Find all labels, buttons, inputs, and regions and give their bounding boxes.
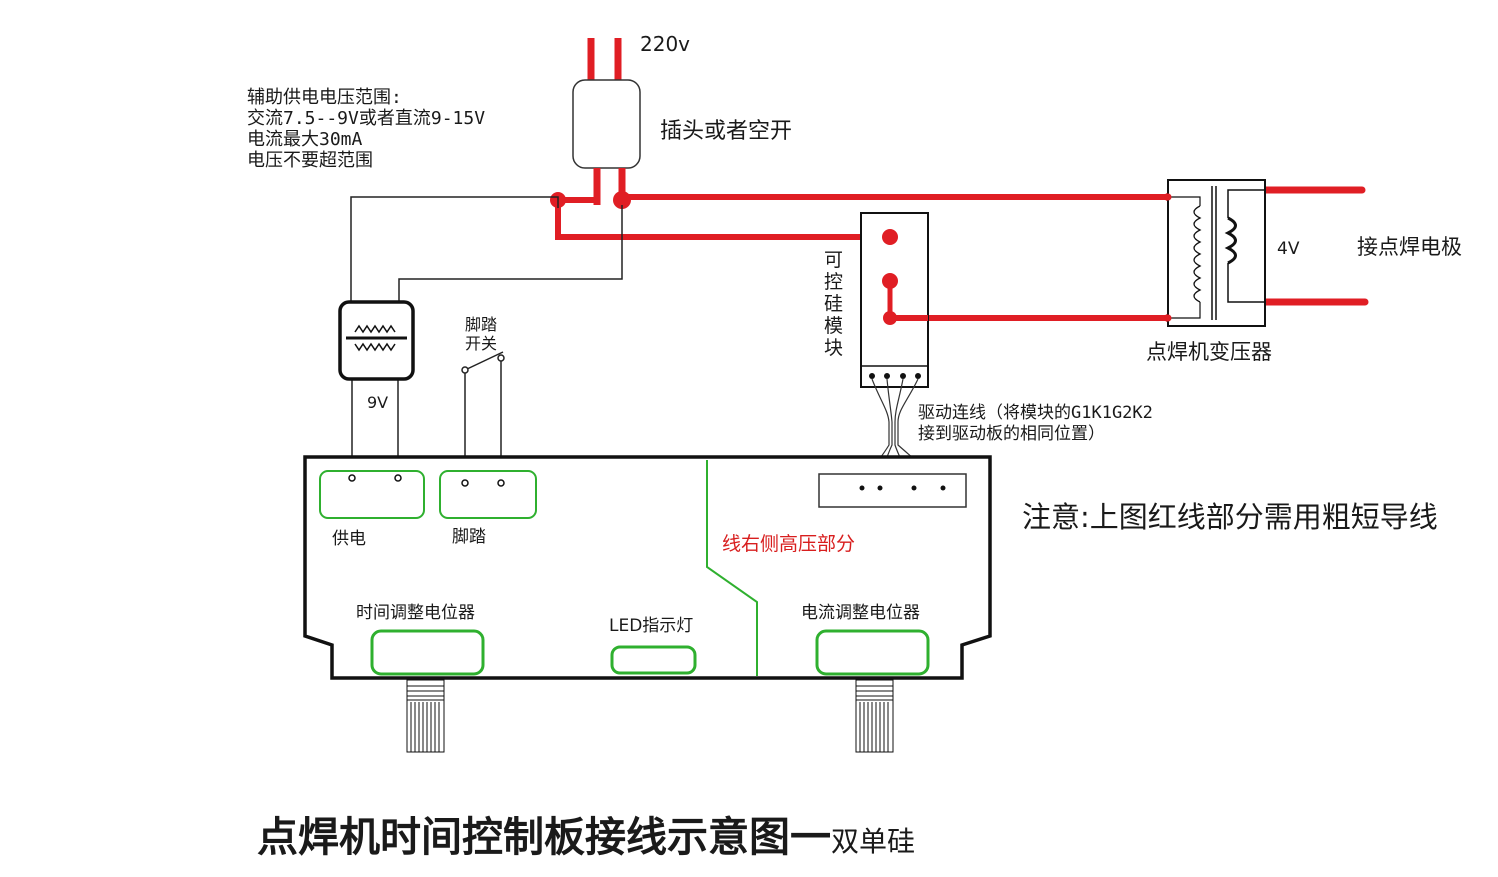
aux-note-line-2: 交流7.5--9V或者直流9-15V [247, 108, 485, 129]
current-pot-label: 电流调整电位器 [801, 603, 920, 623]
supply-voltage-label: 220v [640, 32, 690, 56]
diagram-title: 点焊机时间控制板接线示意图一双单硅 [257, 813, 915, 861]
led-footprint [610, 645, 697, 675]
electrode-label: 接点焊电极 [1357, 235, 1462, 259]
aux-supply-note: 辅助供电电压范围: 交流7.5--9V或者直流9-15V 电流最大30mA 电压… [247, 87, 485, 171]
scr-label-char-3: 硅 [824, 293, 843, 315]
drive-wire-label-1: 驱动连线（将模块的G1K1G2K2 [918, 403, 1153, 423]
aux-note-line-3: 电流最大30mA [247, 129, 363, 150]
control-board [303, 455, 992, 680]
scr-label-char-1: 可 [824, 249, 843, 271]
foot-switch-label-2: 开关 [465, 334, 497, 353]
scr-module-label: 可 控 硅 模 块 [824, 249, 843, 359]
scr-label-char-5: 块 [824, 337, 843, 359]
transformer-label: 点焊机变压器 [1146, 340, 1272, 364]
foot-switch-label-1: 脚踏 [465, 315, 497, 334]
scr-label-char-4: 模 [824, 315, 843, 337]
power-connector [319, 470, 425, 519]
scr-module [860, 212, 929, 388]
board-pedal-label: 脚踏 [452, 527, 486, 547]
current-pot-footprint [815, 629, 930, 676]
aux-voltage-label: 9V [367, 393, 388, 412]
welding-transformer [1164, 179, 1266, 327]
plug-label: 插头或者空开 [660, 119, 792, 144]
diagram-title-suffix: 双单硅 [831, 825, 915, 858]
diagram-title-main: 点焊机时间控制板接线示意图一 [257, 813, 831, 861]
plug-body [572, 79, 641, 169]
pedal-connector [439, 470, 537, 519]
aux-note-line-1: 辅助供电电压范围: [247, 87, 402, 108]
aux-transformer [338, 300, 415, 381]
drive-wire-label-2: 接到驱动板的相同位置） [918, 424, 1105, 444]
led-label: LED指示灯 [609, 616, 693, 636]
aux-note-line-4: 电压不要超范围 [247, 150, 373, 171]
secondary-voltage-label: 4V [1277, 239, 1300, 259]
drive-connector [818, 473, 967, 508]
time-pot-label: 时间调整电位器 [356, 603, 475, 623]
time-pot-knob [406, 679, 445, 753]
board-power-label: 供电 [332, 529, 366, 549]
thick-wire-note: 注意:上图红线部分需用粗短导线 [1022, 500, 1438, 534]
scr-label-char-2: 控 [824, 271, 843, 293]
time-pot-footprint [370, 629, 485, 676]
plug [572, 38, 641, 205]
high-voltage-divider [706, 460, 758, 676]
current-pot-knob [855, 679, 894, 753]
high-voltage-side-label: 线右侧高压部分 [722, 533, 855, 555]
